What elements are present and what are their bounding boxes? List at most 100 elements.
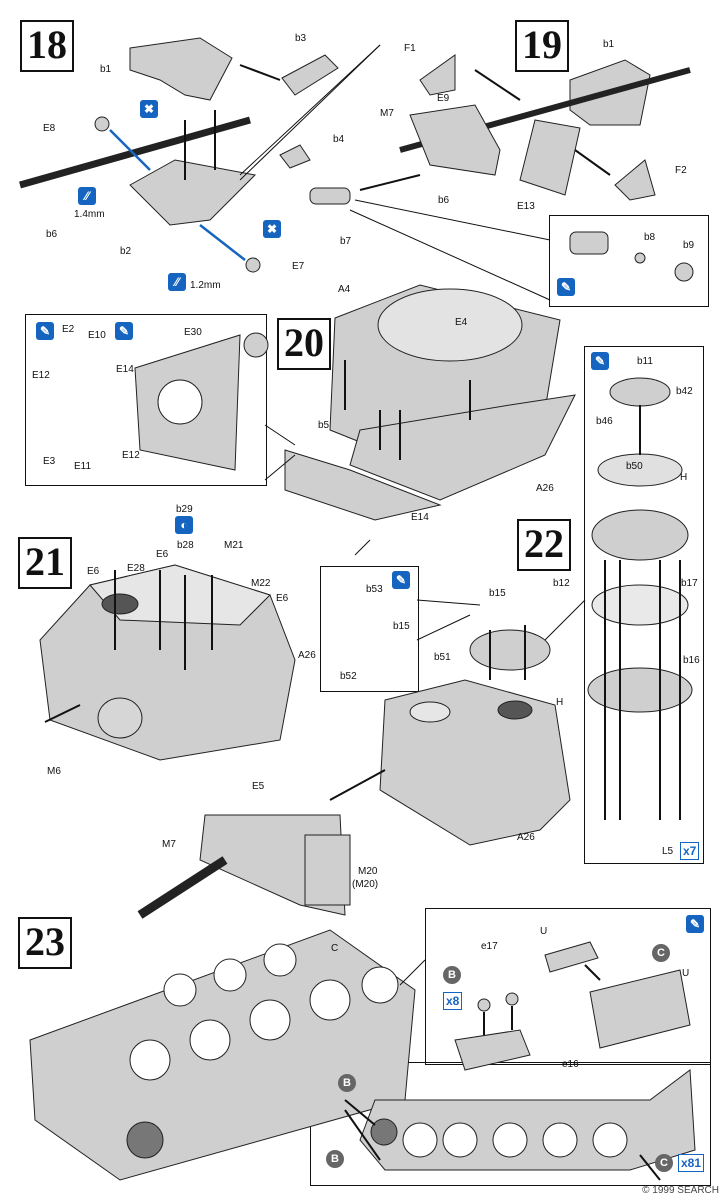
part-b7 (309, 187, 351, 205)
label-b5: b5 (318, 420, 330, 431)
label-b50: b50 (626, 461, 643, 472)
subassembly-box-cupola (584, 346, 704, 864)
label-b1: b1 (100, 64, 112, 75)
label-h-cupola: H (680, 472, 688, 483)
sprocket-wheel (126, 1121, 164, 1159)
label-b4: b4 (333, 134, 345, 145)
label-b51: b51 (434, 652, 451, 663)
label-b15-b: b15 (393, 621, 410, 632)
part-track-u-small (544, 941, 599, 973)
step-number-21: 21 (18, 537, 72, 589)
label-b12: b12 (553, 578, 570, 589)
label-e17: e17 (481, 941, 498, 952)
part-b17 (591, 584, 689, 626)
step-number-19: 19 (515, 20, 569, 72)
part-b2 (129, 159, 257, 226)
label-e9: E9 (437, 93, 450, 104)
glue-icon-20b: ✎ (115, 322, 133, 340)
label-a26-21: A26 (298, 650, 316, 661)
label-b3: b3 (295, 33, 307, 44)
part-e7 (245, 257, 261, 273)
quantity-badge-x7: x7 (680, 842, 700, 860)
label-e10: E10 (88, 330, 106, 341)
part-e13 (519, 119, 581, 196)
label-e16: e16 (562, 1059, 579, 1070)
label-b42: b42 (676, 386, 693, 397)
watermark: © 1999 SEARCH (642, 1185, 719, 1196)
subassembly-box-e12 (25, 314, 267, 486)
label-e13: E13 (517, 201, 535, 212)
glue-icon-20a: ✎ (36, 322, 54, 340)
label-b53: b53 (366, 584, 383, 595)
glue-icon-23: ✎ (686, 915, 704, 933)
label-e14: E14 (411, 512, 429, 523)
label-m7-22: M7 (162, 839, 176, 850)
label-m20-paren: (M20) (352, 879, 379, 890)
drill-icon: ⁄⁄ (78, 187, 96, 205)
label-u-b: U (682, 968, 690, 979)
label-e6-b: E6 (87, 566, 100, 577)
label-b17: b17 (681, 578, 698, 589)
label-m7: M7 (380, 108, 394, 119)
glue-warning-icon-2: ✖ (263, 220, 281, 238)
label-b16: b16 (683, 655, 700, 666)
part-h-22 (469, 629, 551, 671)
label-e3: E3 (43, 456, 56, 467)
label-e14-inset: E14 (116, 364, 134, 375)
label-m20: M20 (358, 866, 378, 877)
part-e14 (284, 449, 442, 521)
part-b4 (279, 144, 311, 169)
label-e7: E7 (292, 261, 305, 272)
runner-b-icon: B (443, 966, 461, 984)
label-a26-22: A26 (517, 832, 535, 843)
label-e11: E11 (74, 461, 92, 472)
label-b6: b6 (46, 229, 58, 240)
label-b7: b7 (340, 236, 352, 247)
subassembly-box-b15 (320, 566, 419, 692)
label-dim-1-2mm: 1.2mm (190, 280, 221, 291)
label-f1: F1 (404, 43, 416, 54)
label-e2: E2 (62, 324, 75, 335)
label-h-22: H (556, 697, 564, 708)
label-e12-inset: E12 (122, 450, 140, 461)
part-b16 (587, 667, 693, 713)
glue-icon-22b: ✎ (392, 571, 410, 589)
glue-icon: ✎ (557, 278, 575, 296)
glue-both-sides-icon: ◐ (175, 516, 193, 534)
part-b1 (129, 37, 233, 101)
step-number-22: 22 (517, 519, 571, 571)
part-f2 (614, 159, 656, 201)
label-dim-1-4mm: 1.4mm (74, 209, 105, 220)
runner-b-icon-3: B (326, 1150, 344, 1168)
label-b52: b52 (340, 671, 357, 682)
label-b28: b28 (177, 540, 194, 551)
part-b46 (609, 377, 671, 407)
label-e6-a: E6 (156, 549, 169, 560)
glue-icon-22a: ✎ (591, 352, 609, 370)
quantity-badge-x8: x8 (443, 992, 463, 1010)
label-e30: E30 (184, 327, 202, 338)
step-number-18: 18 (20, 20, 74, 72)
label-e5: E5 (252, 781, 265, 792)
part-track-u-block (589, 969, 691, 1049)
label-e12: E12 (32, 370, 50, 381)
glue-warning-icon: ✖ (140, 100, 158, 118)
label-b8: b8 (644, 232, 656, 243)
label-b15-a: b15 (489, 588, 506, 599)
label-m21: M21 (224, 540, 244, 551)
label-b9: b9 (683, 240, 695, 251)
part-e30 (243, 332, 269, 358)
part-e16 (454, 1029, 531, 1071)
quantity-badge-x81: x81 (678, 1154, 705, 1172)
part-b7-detail (569, 231, 609, 255)
runner-c-icon-2: C (655, 1154, 673, 1172)
label-f2: F2 (675, 165, 687, 176)
part-b6-barrel (19, 116, 251, 189)
label-e8: E8 (43, 123, 56, 134)
label-a26-20: A26 (536, 483, 554, 494)
part-m7 (409, 104, 501, 176)
label-b29: b29 (176, 504, 193, 515)
step-number-23: 23 (18, 917, 72, 969)
